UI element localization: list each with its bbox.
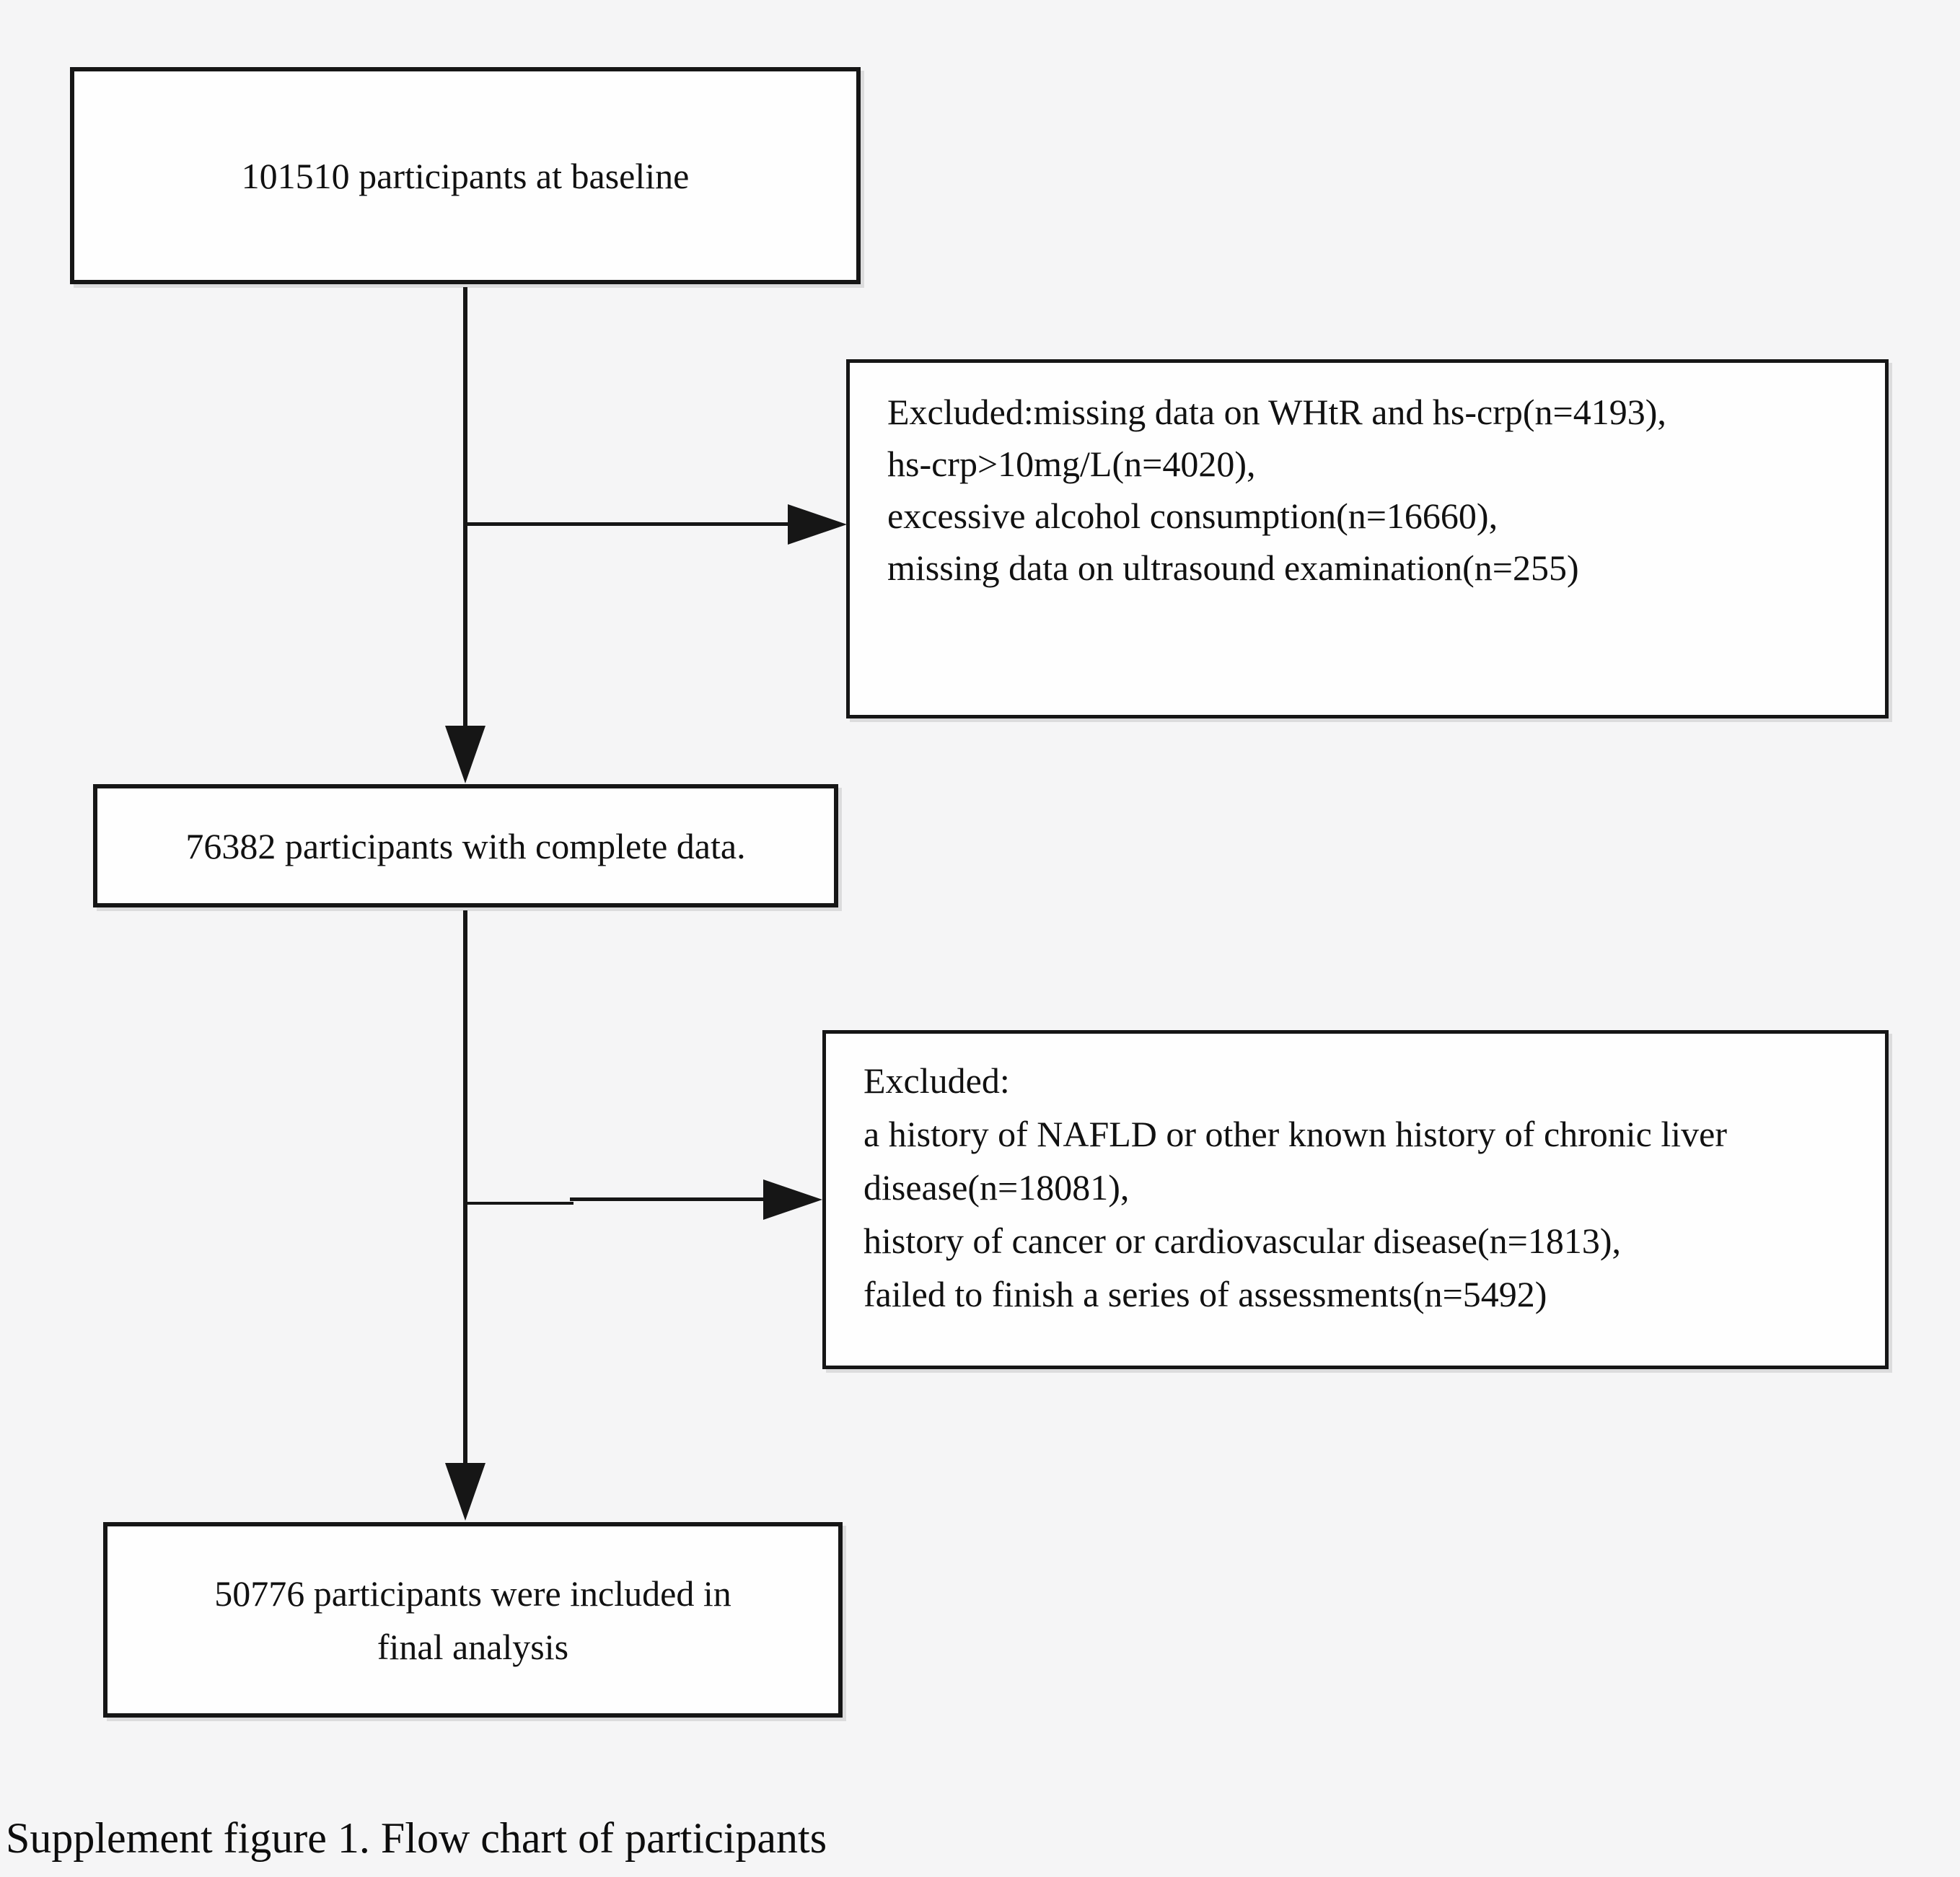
connector-trunk-2 — [463, 910, 467, 1464]
excluded-1-line: hs-crp>10mg/L(n=4020), — [887, 444, 1256, 484]
flow-box-baseline: 101510 participants at baseline — [70, 67, 861, 284]
flow-box-complete-data: 76382 participants with complete data. — [93, 784, 838, 907]
excluded-2-line: Excluded: — [863, 1060, 1010, 1101]
excluded-1-line: missing data on ultrasound examination(n… — [887, 548, 1579, 588]
connector-branch-2 — [570, 1197, 766, 1201]
down-arrowhead-icon — [445, 1463, 485, 1521]
right-arrowhead-icon — [763, 1179, 822, 1220]
flow-box-baseline-label: 101510 participants at baseline — [241, 155, 690, 196]
flow-box-complete-data-label: 76382 participants with complete data. — [185, 825, 746, 866]
flow-box-excluded-1: Excluded:missing data on WHtR and hs-crp… — [846, 359, 1889, 718]
down-arrowhead-icon — [445, 726, 485, 783]
connector-branch-2 — [465, 1202, 574, 1205]
excluded-1-line: excessive alcohol consumption(n=16660), — [887, 496, 1498, 536]
excluded-2-line: disease(n=18081), — [863, 1167, 1130, 1208]
connector-branch-1 — [465, 522, 794, 526]
flow-box-final-analysis: 50776 participants were included in fina… — [103, 1522, 843, 1718]
right-arrowhead-icon — [788, 504, 847, 545]
connector-trunk-1 — [463, 287, 467, 729]
flow-box-final-analysis-line: final analysis — [377, 1626, 569, 1667]
excluded-2-line: a history of NAFLD or other known histor… — [863, 1114, 1727, 1154]
figure-caption: Supplement figure 1. Flow chart of parti… — [6, 1814, 827, 1862]
excluded-1-line: Excluded:missing data on WHtR and hs-crp… — [887, 392, 1666, 432]
flow-box-final-analysis-line: 50776 participants were included in — [214, 1573, 731, 1614]
excluded-2-line: history of cancer or cardiovascular dise… — [863, 1221, 1621, 1261]
excluded-2-line: failed to finish a series of assessments… — [863, 1274, 1547, 1314]
flow-box-excluded-2: Excluded: a history of NAFLD or other kn… — [822, 1030, 1889, 1369]
